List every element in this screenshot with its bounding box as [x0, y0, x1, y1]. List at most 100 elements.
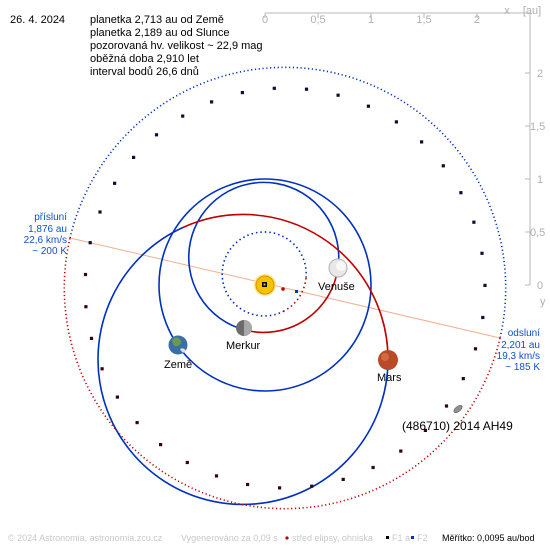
legend-f2-swatch — [411, 536, 414, 539]
x-tick-3: 1,5 — [416, 14, 431, 26]
asteroid-point — [154, 133, 159, 137]
asteroid-point — [399, 449, 403, 453]
venus-label: Venuše — [318, 281, 355, 293]
perihelion-speed: 22,6 km/s — [24, 235, 67, 246]
asteroid-position-points — [83, 86, 487, 490]
asteroid-point — [214, 474, 219, 478]
perihelion-title: přísluní — [34, 212, 67, 223]
mars-orbit — [97, 213, 389, 506]
legend-f1-swatch — [386, 536, 389, 539]
info-period: oběžná doba 2,910 let — [90, 53, 199, 65]
mercury-planet — [236, 320, 252, 336]
asteroid-point — [461, 377, 465, 381]
info-magnitude: pozorovaná hv. velikost ~ 22,9 mag — [90, 40, 263, 52]
asteroid-point — [100, 367, 104, 371]
footer: © 2024 Astronomia, astronomia.zcu.cz Vyg… — [8, 533, 535, 543]
date-label: 26. 4. 2024 — [10, 14, 65, 26]
asteroid-point — [113, 181, 117, 185]
focus-f2-marker — [295, 290, 298, 293]
earth-label: Země — [164, 359, 192, 371]
legend-f2-text: F2 — [417, 533, 428, 543]
y-tick-2: 1 — [537, 174, 543, 186]
asteroid-point — [481, 315, 485, 320]
asteroid-point — [210, 100, 214, 104]
earth-planet — [168, 335, 188, 355]
aphelion-speed: 19,3 km/s — [497, 351, 540, 362]
mercury-orbit — [221, 231, 307, 317]
copyright-text: © 2024 Astronomia, astronomia.zcu.cz — [8, 533, 163, 543]
perihelion-distance: 1,876 au — [28, 224, 67, 235]
asteroid-point — [444, 404, 449, 408]
scale-text: Měřítko: 0,0095 au/bod — [442, 533, 535, 543]
mars-label: Mars — [377, 372, 402, 384]
x-tick-1: 0,5 — [310, 14, 325, 26]
legend-f1-text: F1 a — [392, 533, 410, 543]
legend-center-swatch — [285, 536, 289, 540]
legend-center-text: střed elipsy, ohniska — [292, 533, 373, 543]
info-point-interval: interval bodů 26,6 dnů — [90, 66, 199, 78]
asteroid-point — [472, 220, 476, 224]
asteroid-point — [246, 482, 250, 487]
asteroid-point — [420, 140, 424, 144]
x-axis-letter: x — [504, 5, 510, 17]
asteroid-point — [473, 347, 478, 351]
asteroid-point — [83, 272, 88, 277]
axis-unit: [au] — [523, 5, 541, 17]
perihelion-annotation: přísluní 1,876 au 22,6 km/s ~ 200 K — [24, 212, 68, 257]
y-tick-3: 0,5 — [530, 227, 545, 239]
axis-frame — [264, 12, 531, 286]
aphelion-annotation: odsluní 2,201 au 19,3 km/s ~ 185 K — [497, 328, 541, 373]
asteroid-point — [278, 486, 282, 490]
x-tick-0: 0 — [262, 14, 268, 26]
asteroid-point — [84, 305, 88, 309]
earth-orbit — [158, 178, 372, 392]
venus-planet — [328, 258, 348, 278]
asteroid-point — [341, 477, 345, 481]
sun-icon — [254, 274, 276, 296]
mars-planet — [378, 350, 398, 370]
asteroid-orbit — [63, 66, 507, 510]
info-earth-distance: planetka 2,713 au od Země — [90, 14, 224, 26]
x-tick-4: 2 — [474, 14, 480, 26]
mercury-label: Merkur — [226, 340, 261, 352]
aphelion-temperature: ~ 185 K — [505, 362, 540, 373]
asteroid-point — [459, 191, 463, 195]
asteroid-point — [132, 155, 136, 159]
asteroid-point — [336, 93, 340, 97]
asteroid-point — [272, 86, 276, 90]
info-block: 26. 4. 2024 planetka 2,713 au od Země pl… — [10, 14, 263, 78]
asteroid-point — [159, 443, 163, 447]
generated-text: Vygenerováno za 0,09 s — [181, 533, 278, 543]
venus-orbit — [187, 181, 340, 334]
info-sun-distance: planetka 2,189 au od Slunce — [90, 27, 229, 39]
asteroid-point — [135, 421, 139, 425]
asteroid-label: (486710) 2014 AH49 — [402, 419, 513, 433]
asteroid-point — [304, 87, 309, 91]
asteroid-point — [310, 484, 314, 488]
ellipse-center-marker — [281, 287, 285, 291]
aphelion-distance: 2,201 au — [501, 340, 540, 351]
asteroid-point — [115, 395, 119, 399]
aphelion-title: odsluní — [508, 328, 540, 339]
asteroid-point — [483, 283, 487, 287]
y-tick-0: 2 — [537, 68, 543, 80]
axis-labels: 0 0,5 1 1,5 2 x [au] 2 1,5 1 0,5 0 y — [262, 5, 546, 308]
asteroid-point — [185, 460, 189, 465]
asteroid-point — [480, 251, 484, 255]
asteroid-point — [371, 465, 375, 470]
y-axis-letter: y — [540, 296, 546, 308]
perihelion-temperature: ~ 200 K — [32, 246, 67, 257]
x-tick-2: 1 — [368, 14, 374, 26]
asteroid-point — [88, 241, 92, 245]
asteroid-point — [89, 336, 94, 340]
apsis-line — [69, 237, 501, 339]
asteroid-point — [98, 210, 102, 214]
y-tick-4: 0 — [537, 280, 543, 292]
asteroid-icon — [453, 404, 463, 414]
asteroid-point — [423, 428, 427, 432]
asteroid-point — [181, 114, 185, 118]
asteroid-point — [366, 104, 370, 108]
y-tick-1: 1,5 — [530, 121, 545, 133]
